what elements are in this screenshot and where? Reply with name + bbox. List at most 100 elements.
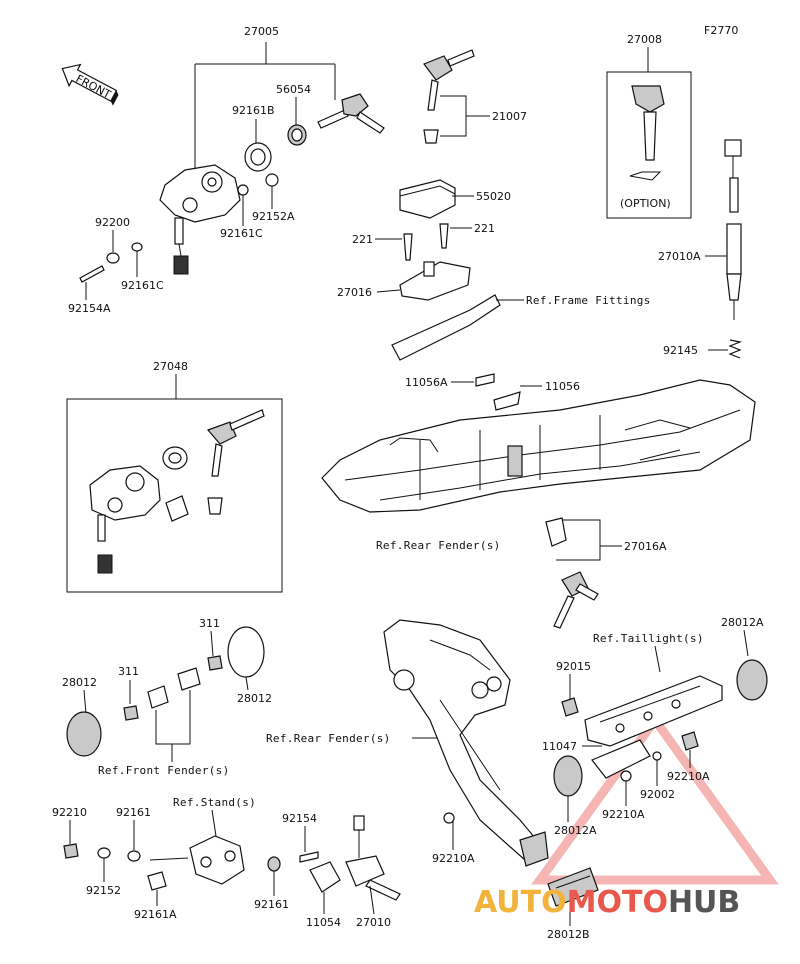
label-221-right: 221 [474,222,495,235]
rear-fender-frame-icon [321,379,756,513]
label-28012b: 28012B [547,928,590,941]
spring-icon [728,339,743,359]
cap-icon [736,659,768,701]
label-92210: 92210 [52,806,87,819]
label-92161c-bottom: 92161C [121,279,164,292]
option-key-icon [631,85,665,161]
label-92154: 92154 [282,812,317,825]
ref-front-fender: Ref.Front Fender(s) [98,764,230,777]
ref-rear-fender-2: Ref.Rear Fender(s) [266,732,391,745]
wire-connector-icon [724,139,742,213]
label-92161-right: 92161 [254,898,289,911]
switch-27010a-icon [726,223,742,301]
label-311-left: 311 [118,665,139,678]
ref-frame-fittings: Ref.Frame Fittings [526,294,651,307]
screw-icon [403,233,413,261]
front-label: FRONT [74,72,114,101]
label-27016: 27016 [337,286,372,299]
label-92210a-bottom: 92210A [432,852,475,865]
label-92015: 92015 [556,660,591,673]
label-55020: 55020 [476,190,511,203]
set-27048-box [66,398,283,593]
washer-icon [620,770,632,782]
label-92145: 92145 [663,344,698,357]
screw-icon [299,851,319,863]
label-11056: 11056 [545,380,580,393]
screw-icon [79,265,105,283]
washer-icon [97,847,111,859]
label-28012-left: 28012 [62,676,97,689]
label-11054: 11054 [306,916,341,929]
label-92210a-mid: 92210A [602,808,645,821]
washer-icon [265,173,279,187]
washer-icon [131,242,143,252]
ref-stand: Ref.Stand(s) [173,796,256,809]
spacer-icon [147,667,201,709]
label-92002: 92002 [640,788,675,801]
taillight-bracket-icon [584,675,723,747]
label-28012-right: 28012 [237,692,272,705]
label-56054: 56054 [276,83,311,96]
label-27010: 27010 [356,916,391,929]
watermark-text: AUTOMOTOHUB [474,885,740,920]
screw-icon [652,751,662,761]
label-11047: 11047 [542,740,577,753]
label-92161c-top: 92161C [220,227,263,240]
label-92152: 92152 [86,884,121,897]
lock-set-icon [89,409,265,574]
option-label: (OPTION) [620,197,671,210]
washer-icon [237,184,249,196]
label-92200: 92200 [95,216,130,229]
label-92210a-right: 92210A [667,770,710,783]
screw-icon [439,223,449,249]
bracket-27016-icon [399,261,471,301]
cap-icon [63,843,79,859]
label-221-left: 221 [352,233,373,246]
sidestand-switch-icon [345,815,401,901]
stand-bracket-icon [189,835,245,885]
label-92152a: 92152A [252,210,295,223]
watermark-hub: HUB [668,885,740,920]
license-bracket-icon [383,619,549,867]
watermark-moto: MOTO [567,885,668,920]
nut-icon [681,731,699,751]
nut-icon [561,697,579,717]
washer-icon [267,856,281,872]
label-92161-left: 92161 [116,806,151,819]
cap-icon [227,626,265,678]
reflector-icon [547,867,599,907]
label-311-top: 311 [199,617,220,630]
frame-fitting-icon [391,294,501,361]
cap-icon [553,755,583,797]
front-arrow-icon: FRONT [61,63,119,106]
nut-icon [207,655,223,671]
nut-icon [443,812,455,824]
spacer-icon [147,871,167,891]
ref-taillight: Ref.Taillight(s) [593,632,704,645]
nut-icon [123,705,139,721]
label-92161b: 92161B [232,104,275,117]
label-27048: 27048 [153,360,188,373]
ignition-key-icon [317,93,385,134]
washer-icon [127,850,141,862]
label-27005: 27005 [244,25,279,38]
cap-icon [66,711,102,757]
switch-bracket-icon [309,861,341,893]
label-27010a: 27010A [658,250,701,263]
label-92161a: 92161A [134,908,177,921]
ignition-switch-icon [159,164,241,275]
label-21007: 21007 [492,110,527,123]
watermark-auto: AUTO [474,885,567,920]
label-28012a-bottom: 28012A [554,824,597,837]
option-box [606,71,692,219]
label-92154a: 92154A [68,302,111,315]
figure-code: F2770 [704,24,738,37]
ref-rear-fender-1: Ref.Rear Fender(s) [376,539,501,552]
label-28012a-right: 28012A [721,616,764,629]
cover-icon [399,179,456,219]
key-set-icon [423,49,475,144]
lock-cylinder-icon [545,517,567,547]
label-27016a: 27016A [624,540,667,553]
washer-icon [106,252,120,264]
